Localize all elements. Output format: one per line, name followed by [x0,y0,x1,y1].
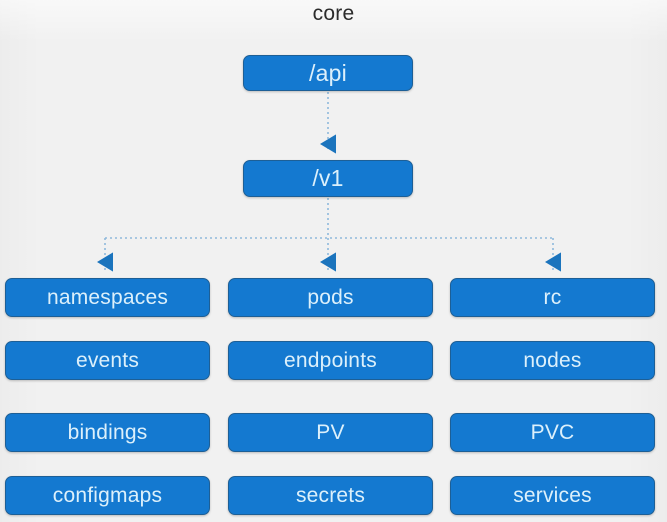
node-pv[interactable]: PV [228,413,433,452]
node-endpoints[interactable]: endpoints [228,341,433,380]
node-bindings[interactable]: bindings [5,413,210,452]
node-namespaces[interactable]: namespaces [5,278,210,317]
node-rc[interactable]: rc [450,278,655,317]
diagram-title: core [312,2,355,25]
node-pods[interactable]: pods [228,278,433,317]
node-nodes[interactable]: nodes [450,341,655,380]
node-api[interactable]: /api [243,55,413,91]
node-events[interactable]: events [5,341,210,380]
node-services[interactable]: services [450,476,655,515]
node-v1[interactable]: /v1 [243,160,413,197]
node-configmaps[interactable]: configmaps [5,476,210,515]
node-secrets[interactable]: secrets [228,476,433,515]
node-pvc[interactable]: PVC [450,413,655,452]
